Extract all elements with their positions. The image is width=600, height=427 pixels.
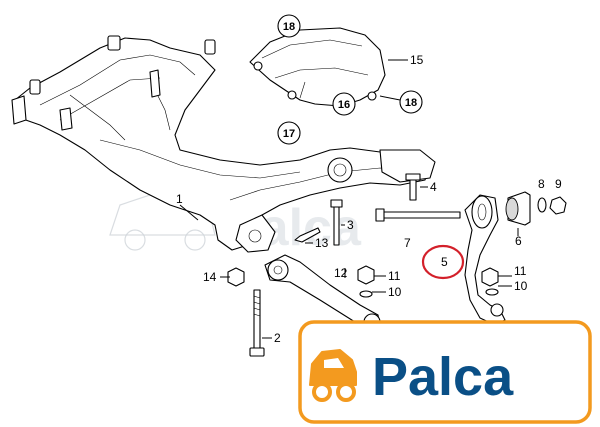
callout-10-left: 10 — [388, 285, 402, 299]
callout-1: 1 — [176, 192, 183, 206]
thrust-arm — [464, 194, 506, 326]
callout-12: 12 — [334, 266, 348, 280]
nut-9 — [549, 196, 567, 215]
callout-6: 6 — [515, 234, 522, 248]
washer-10-left — [359, 290, 373, 298]
callout-16: 16 — [338, 99, 350, 111]
callout-8: 8 — [538, 177, 545, 191]
bolt-2 — [249, 289, 265, 357]
bushing-6 — [505, 191, 531, 226]
callout-11-left: 11 — [388, 269, 401, 283]
heat-shield — [249, 27, 386, 107]
callout-11-right: 11 — [514, 264, 527, 278]
nut-11-right — [481, 267, 499, 287]
circled-callouts: 18 16 18 17 — [277, 14, 423, 145]
bolt-4 — [405, 173, 421, 201]
callout-10-right: 10 — [514, 279, 528, 293]
callout-17: 17 — [283, 128, 295, 140]
callout-labels: 1 2 3 4 5 6 7 8 9 10 10 11 11 12 13 14 1… — [176, 53, 562, 345]
callout-18-top: 18 — [283, 21, 295, 33]
subframe-assembly — [11, 35, 436, 253]
car-icon — [309, 349, 357, 402]
callout-7: 7 — [404, 236, 411, 250]
bolt-13 — [294, 227, 321, 243]
callout-3: 3 — [347, 218, 354, 232]
palca-logo: Palca — [298, 320, 592, 424]
callout-2: 2 — [274, 331, 281, 345]
highlight-ring — [421, 244, 465, 280]
callout-18-right: 18 — [405, 97, 417, 109]
bolt-3 — [330, 199, 343, 246]
callout-14: 14 — [203, 270, 217, 284]
callout-5: 5 — [441, 255, 448, 269]
callout-15: 15 — [410, 53, 424, 67]
washer-10-right — [485, 288, 499, 296]
logo-wordmark: Palca — [372, 347, 514, 407]
callout-13: 13 — [315, 236, 329, 250]
nut-11-left — [357, 265, 375, 285]
washer-8 — [537, 197, 547, 213]
bolt-7 — [375, 208, 461, 222]
nut-14 — [227, 267, 245, 287]
callout-9: 9 — [555, 177, 562, 191]
callout-4: 4 — [430, 180, 437, 194]
leader-lines — [179, 59, 519, 339]
